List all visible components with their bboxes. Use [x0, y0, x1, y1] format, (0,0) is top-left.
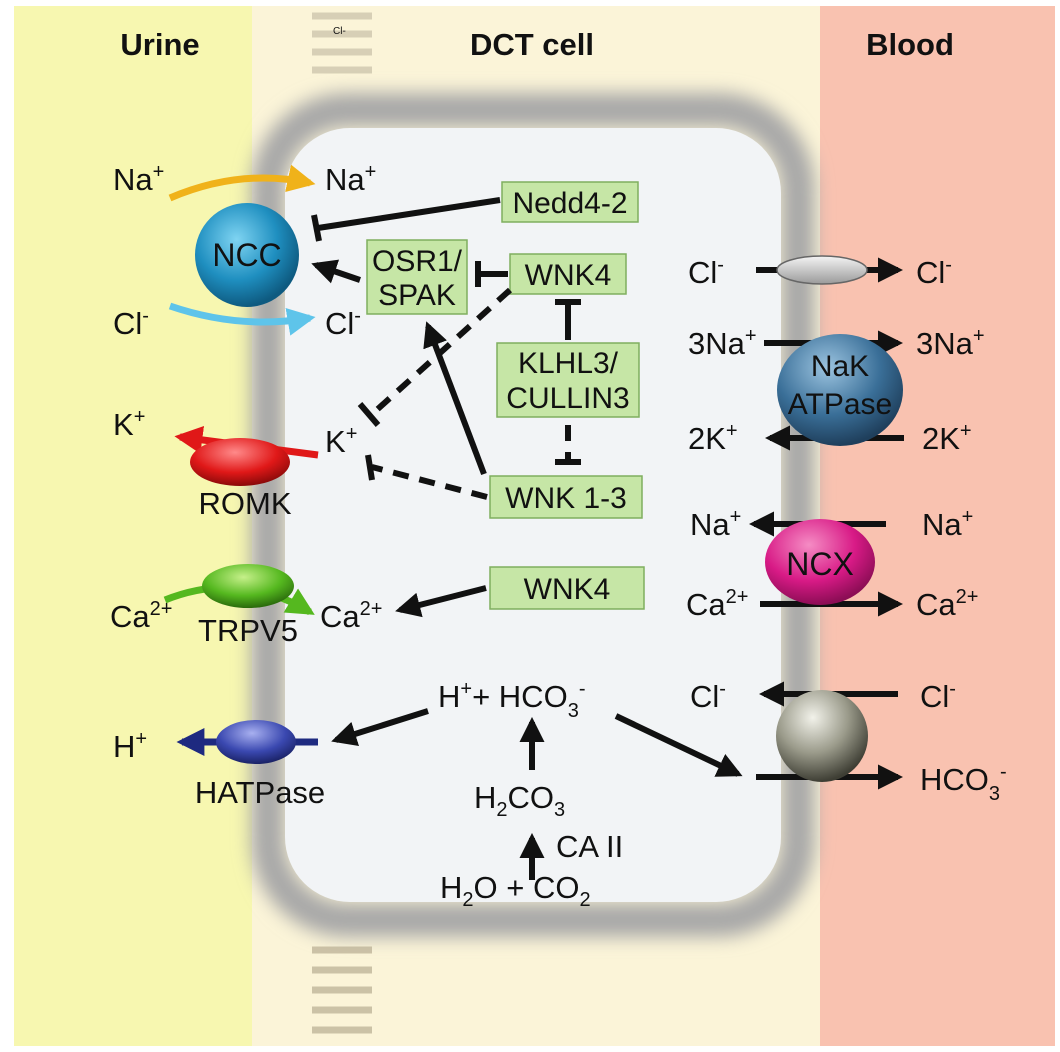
ncx-ca-blood: Ca2+ [916, 586, 978, 622]
wnk4-top-label: WNK4 [525, 259, 612, 292]
wnk4-top-box [509, 253, 627, 295]
romk-k-cell: K+ [325, 423, 357, 459]
hatpase-label: HATPase [195, 775, 325, 810]
nak-k-cell: 2K+ [688, 420, 738, 456]
ca2-enzyme-label: CA II [556, 829, 623, 864]
wnk13-box [489, 475, 643, 519]
cl-channel [776, 255, 868, 285]
cl-channel-cell: Cl- [688, 254, 724, 290]
trpv5-ca-urine: Ca2+ [110, 598, 172, 634]
ncc-na-flow [168, 164, 316, 202]
ncc-label: NCC [212, 237, 281, 273]
urine-region [14, 6, 252, 1046]
ncc-cl-cell: Cl- [325, 305, 361, 341]
osr1-label: OSR1/ [372, 245, 463, 278]
h2co3-label: H2CO3 [474, 780, 565, 821]
h2o-co2-label: H2O + CO2 [440, 870, 591, 911]
ae-hco3-blood: HCO3- [920, 761, 1007, 805]
nak-na-cell: 3Na+ [688, 325, 757, 361]
wnk4-ca-box [489, 566, 645, 610]
ncx-na-blood: Na+ [922, 506, 973, 542]
tight-junction-top [312, 12, 372, 74]
cell-header: DCT cell [470, 27, 594, 62]
hatpase-pump [216, 720, 296, 764]
wnk4-ca-label: WNK4 [524, 573, 611, 606]
tight-junction-bottom [312, 946, 372, 1034]
nak-atpase-pump [777, 334, 903, 446]
ae-cl-blood: Cl- [920, 678, 956, 714]
wnk4-activate-trpv5 [395, 585, 487, 618]
ae-cl-cell: Cl- [690, 678, 726, 714]
top-note: Cl- [333, 26, 346, 37]
ncc-transporter [195, 203, 299, 307]
h-to-hatpase-arrow [331, 708, 429, 746]
spak-label: SPAK [378, 279, 456, 312]
ncc-na-urine: Na+ [113, 161, 164, 197]
nak-na-blood: 3Na+ [916, 325, 985, 361]
osr1-spak-box [366, 239, 468, 315]
wnk13-inhibit-romk-line [371, 464, 488, 500]
cell-membrane [251, 93, 815, 937]
cl-channel-blood: Cl- [916, 254, 952, 290]
romk-label: ROMK [199, 486, 292, 521]
nedd4-box [501, 181, 639, 223]
trpv5-channel [202, 564, 294, 608]
wnk4-inhibit-romk-bar [357, 402, 381, 427]
trpv5-ca-cell: Ca2+ [320, 598, 382, 634]
hatpase-h-urine: H+ [113, 728, 147, 764]
nedd4-label: Nedd4-2 [512, 187, 627, 220]
ncx-exchanger [765, 519, 875, 605]
wnk13-activate-spak [423, 321, 487, 476]
nak-atpase-label-line2: ATPase [788, 388, 893, 421]
cullin3-label: CULLIN3 [506, 382, 629, 415]
nak-atpase-label-line1: NaK [811, 350, 869, 383]
romk-channel [190, 438, 290, 486]
romk-k-urine: K+ [113, 406, 145, 442]
nedd4-inhibit-bar [311, 214, 322, 242]
ncc-na-cell: Na+ [325, 161, 376, 197]
nak-k-blood: 2K+ [922, 420, 972, 456]
blood-header: Blood [866, 27, 954, 62]
hco3-to-ae-arrow [614, 713, 743, 777]
trpv5-label: TRPV5 [198, 613, 298, 648]
wnk13-label: WNK 1-3 [505, 482, 627, 515]
ncx-na-cell: Na+ [690, 506, 741, 542]
klhl3-label: KLHL3/ [518, 347, 619, 380]
ncx-label: NCX [786, 546, 854, 582]
nedd4-inhibit-line [317, 197, 501, 231]
anion-exchanger [776, 690, 868, 782]
h-hco3-label: H++ HCO3- [438, 678, 585, 722]
klhl3-cullin3-box [496, 342, 640, 418]
spak-activate-ncc [311, 259, 361, 284]
ncc-cl-flow [168, 302, 316, 336]
ncx-ca-cell: Ca2+ [686, 586, 748, 622]
ncc-cl-urine: Cl- [113, 305, 149, 341]
urine-header: Urine [120, 27, 199, 62]
wnk13-inhibit-romk-bar [365, 454, 375, 481]
